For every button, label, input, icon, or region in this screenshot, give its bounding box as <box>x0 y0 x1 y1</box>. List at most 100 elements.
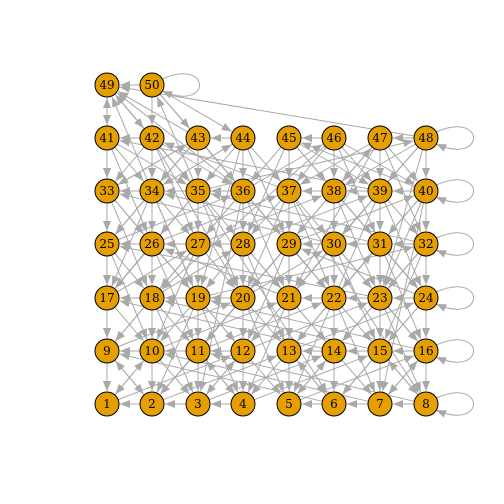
node-label: 28 <box>235 237 250 251</box>
node-49: 49 <box>94 72 120 98</box>
node-label: 43 <box>190 131 205 145</box>
edge-46-18 <box>161 145 326 290</box>
edge-39-41 <box>119 138 369 190</box>
self-loop-40 <box>435 179 474 205</box>
node-40: 40 <box>413 178 439 204</box>
node-2: 2 <box>139 391 165 417</box>
node-label: 27 <box>190 237 205 251</box>
node-label: 48 <box>418 131 433 145</box>
node-1: 1 <box>94 391 120 417</box>
edge-36-3 <box>198 202 241 392</box>
edge-37-22 <box>293 201 330 287</box>
node-label: 36 <box>235 184 250 198</box>
edge-48-23 <box>382 149 424 286</box>
node-circle <box>139 125 165 151</box>
node-label: 17 <box>99 291 114 305</box>
node-circle <box>230 125 256 151</box>
edge-1-12 <box>118 355 232 401</box>
node-3: 3 <box>185 391 211 417</box>
node-circle <box>321 391 347 417</box>
edge-23-8 <box>384 308 422 393</box>
self-loop-8 <box>435 392 474 418</box>
node-circle <box>321 178 347 204</box>
node-28: 28 <box>230 231 256 257</box>
edge-13-24 <box>300 302 415 348</box>
node-35: 35 <box>185 178 211 204</box>
edge-22-31 <box>341 253 372 290</box>
node-label: 50 <box>144 78 159 92</box>
edge-25-18 <box>114 252 145 289</box>
node-label: 45 <box>281 131 296 145</box>
node-label: 10 <box>144 344 159 358</box>
edge-21-4 <box>247 308 285 393</box>
node-23: 23 <box>367 285 393 311</box>
node-7: 7 <box>367 391 393 417</box>
edge-37-42 <box>163 142 278 188</box>
node-36: 36 <box>230 178 256 204</box>
node-12: 12 <box>230 338 256 364</box>
node-circle <box>230 391 256 417</box>
node-label: 2 <box>148 397 156 411</box>
node-circle <box>413 338 439 364</box>
node-29: 29 <box>276 231 302 257</box>
node-label: 3 <box>194 397 202 411</box>
node-42: 42 <box>139 125 165 151</box>
node-circle <box>321 338 347 364</box>
edge-18-28 <box>162 250 233 293</box>
node-circle <box>367 231 393 257</box>
node-39: 39 <box>367 178 393 204</box>
edge-25-10 <box>111 254 148 340</box>
node-circle <box>276 231 302 257</box>
edge-20-30 <box>253 250 324 293</box>
edge-23-25 <box>119 244 369 297</box>
node-circle <box>321 231 347 257</box>
node-label: 34 <box>144 184 160 198</box>
node-label: 44 <box>235 131 251 145</box>
node-label: 20 <box>235 291 250 305</box>
node-25: 25 <box>94 231 120 257</box>
edge-24-29 <box>300 248 415 295</box>
node-label: 33 <box>99 184 114 198</box>
node-37: 37 <box>276 178 302 204</box>
edge-42-27 <box>156 148 194 233</box>
node-circle <box>94 231 120 257</box>
node-circle <box>367 338 393 364</box>
node-6: 6 <box>321 391 347 417</box>
node-circle <box>230 338 256 364</box>
node-label: 42 <box>144 131 159 145</box>
node-circle <box>185 285 211 311</box>
node-circle <box>367 178 393 204</box>
node-circle <box>413 285 439 311</box>
node-circle <box>139 72 165 98</box>
node-43: 43 <box>185 125 211 151</box>
node-33: 33 <box>94 178 120 204</box>
node-21: 21 <box>276 285 302 311</box>
node-label: 39 <box>372 184 387 198</box>
node-circle <box>94 338 120 364</box>
node-label: 15 <box>372 344 387 358</box>
node-17: 17 <box>94 285 120 311</box>
node-13: 13 <box>276 338 302 364</box>
edge-14-7 <box>341 359 372 395</box>
node-circle <box>94 125 120 151</box>
node-32: 32 <box>413 231 439 257</box>
node-circle <box>321 125 347 151</box>
edge-43-49 <box>117 91 188 133</box>
edge-40-45 <box>300 142 415 188</box>
node-label: 5 <box>285 397 293 411</box>
edge-29-40 <box>300 195 415 241</box>
node-27: 27 <box>185 231 211 257</box>
node-8: 8 <box>413 391 439 417</box>
self-loops-layer <box>161 73 474 418</box>
edge-36-49 <box>116 92 234 184</box>
node-19: 19 <box>185 285 211 311</box>
node-circle <box>230 231 256 257</box>
edge-19-2 <box>156 308 194 393</box>
node-label: 38 <box>326 184 341 198</box>
node-38: 38 <box>321 178 347 204</box>
edge-34-17 <box>111 201 148 287</box>
node-label: 11 <box>190 344 205 358</box>
node-label: 1 <box>103 397 111 411</box>
node-label: 47 <box>372 131 387 145</box>
node-circle <box>139 178 165 204</box>
